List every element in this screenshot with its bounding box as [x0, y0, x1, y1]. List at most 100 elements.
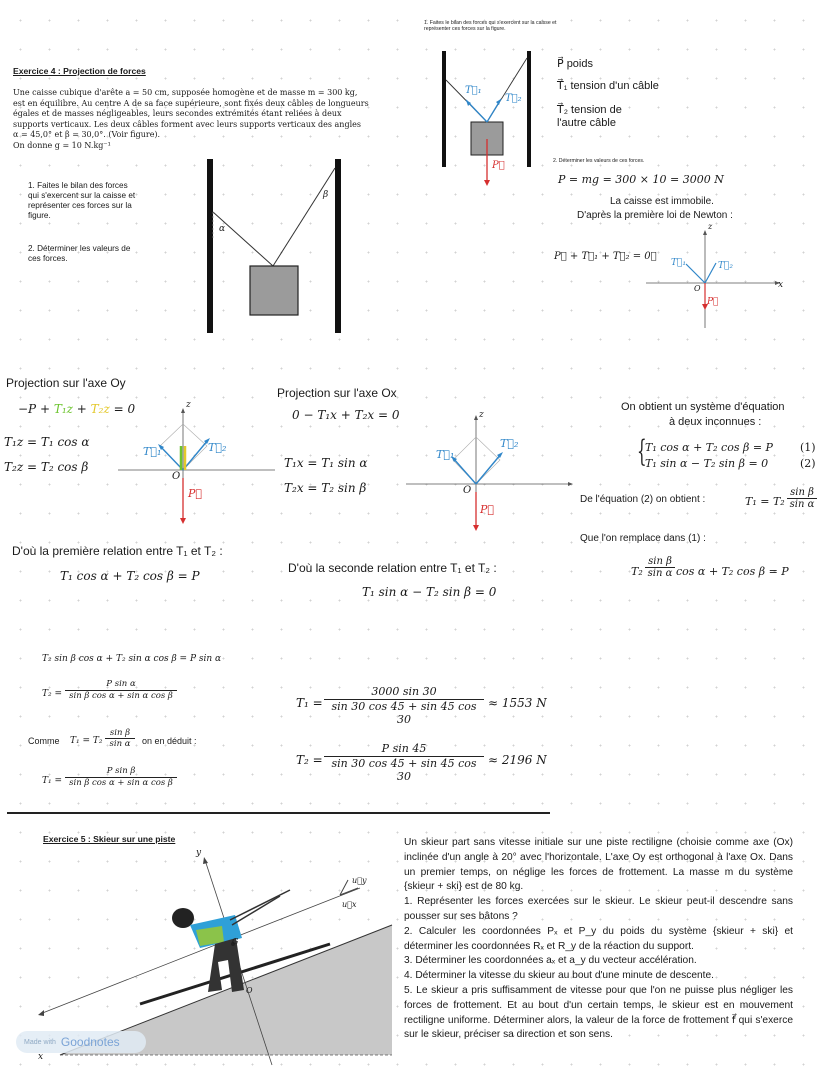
- tension-1-label: T⃗₁ tension d'un câble: [557, 80, 659, 92]
- oy-z-label: z: [186, 400, 191, 410]
- oy-p-label: P⃗: [188, 487, 203, 500]
- fraction-numerator: sin β: [787, 487, 817, 499]
- x-axis-label: x: [778, 280, 784, 290]
- projection-oy-title: Projection sur l'axe Oy: [6, 376, 126, 390]
- fraction-numerator: 3000 sin 30: [324, 685, 484, 700]
- ox-p-label: P⃗: [480, 503, 495, 516]
- t1-symbolic-lhs: T₁ =: [42, 776, 63, 786]
- newton-law-statement: D'après la première loi de Newton :: [577, 210, 733, 221]
- projection-oy-equation: −P + T₁z + T₂z = 0: [18, 402, 135, 416]
- second-relation-intro: D'où la seconde relation entre T₁ et T₂ …: [288, 561, 497, 575]
- right-support: [335, 159, 341, 333]
- helmet: [172, 908, 194, 928]
- t2x-equation: T₂x = T₂ sin β: [284, 481, 367, 495]
- t1-axis-label: T⃗₁: [671, 258, 687, 268]
- unit-vector-uy-label: u⃗y: [352, 876, 367, 885]
- fraction-denominator: sin α: [109, 739, 131, 749]
- pants: [208, 938, 244, 992]
- t2-axis-label: T⃗₂: [718, 261, 734, 271]
- exercise-5-title: Exercice 5 : Skieur sur une piste: [43, 834, 176, 844]
- fraction-numerator: P sin α: [65, 679, 177, 691]
- x-axis: [39, 887, 361, 1015]
- exercise-5-intro: Un skieur part sans vitesse initiale sur…: [404, 837, 793, 893]
- system-equation-2-number: (2): [800, 457, 816, 470]
- oy-t2-label: T⃗₂: [208, 441, 227, 454]
- comme-fraction: sin β sin α: [105, 728, 135, 749]
- skier-x-axis-label: x: [38, 1052, 44, 1062]
- replace-statement: Que l'on remplace dans (1) :: [580, 533, 706, 544]
- first-relation: T₁ cos α + T₂ cos β = P: [60, 569, 200, 583]
- vector-sum-equation: P⃗ + T⃗₁ + T⃗₂ = 0⃗: [554, 251, 657, 262]
- statement-line: égales et de masses négligeables, leurs …: [13, 109, 342, 119]
- deduit-label: on en déduit :: [142, 736, 197, 746]
- question-2-small: 2. Déterminer les valeurs de ces forces.: [553, 158, 645, 164]
- system-equation-2: T₁ sin α − T₂ sin β = 0: [645, 457, 769, 470]
- tension-2-label-line1: T⃗₂ tension de: [557, 104, 622, 116]
- t1z-equation: T₁z = T₁ cos α: [4, 435, 90, 449]
- exercise-4-title: Exercice 4 : Projection de forces: [13, 66, 146, 76]
- t1-fraction: sin β sin α: [787, 487, 817, 510]
- projection-ox-equation: 0 − T₁x + T₂x = 0: [292, 408, 400, 422]
- p-vector-label: P⃗: [492, 160, 505, 171]
- question-1-small: 1. Faites le bilan des forces qui s'exer…: [424, 20, 557, 33]
- cable-2: [272, 167, 336, 267]
- fraction-numerator: P sin 45: [324, 742, 484, 757]
- exercise-5-question-5: 5. Le skieur a pris suffisamment de vite…: [404, 984, 793, 1041]
- t1-symbolic-fraction: P sin β sin β cos α + sin α cos β: [65, 766, 177, 788]
- t1x-equation: T₁x = T₁ sin α: [284, 456, 368, 470]
- from-equation-2-label: De l'équation (2) on obtient :: [580, 494, 706, 505]
- center-of-mass-label: G: [232, 937, 239, 946]
- statement-line: Une caisse cubique d'arête a = 50 cm, su…: [13, 88, 358, 97]
- substituted-equation-suffix: cos α + T₂ cos β = P: [676, 565, 789, 578]
- weight-equation: P = mg = 300 × 10 = 3000 N: [558, 173, 724, 186]
- projection-ox-title: Projection sur l'axe Ox: [277, 386, 397, 400]
- exercise-4-statement: Une caisse cubique d'arête a = 50 cm, su…: [13, 88, 379, 152]
- second-relation: T₁ sin α − T₂ sin β = 0: [362, 585, 497, 599]
- oy-origin-label: O: [172, 471, 181, 482]
- eq-term: +: [72, 402, 91, 416]
- fraction-numerator: sin β: [645, 556, 675, 568]
- substituted-fraction: sin β sin α: [645, 556, 675, 579]
- t2-vector-label: T⃗₂: [505, 93, 522, 104]
- eq-term: −P +: [18, 402, 54, 416]
- eq-term-t1z: T₁z: [53, 402, 73, 416]
- fraction-denominator: sin β cos α + sin α cos β: [69, 778, 173, 788]
- exercise-5-statement: Un skieur part sans vitesse initiale sur…: [404, 836, 793, 1043]
- goodnotes-watermark: Made with Goodnotes: [16, 1031, 146, 1053]
- t2-numeric-lhs: T₂ =: [296, 753, 323, 767]
- exercise-5-question-3: 3. Déterminer les coordonnées aₓ et a_y …: [404, 955, 697, 967]
- tension-2-label-line2: l'autre câble: [557, 117, 616, 129]
- statement-line: est en équilibre. Au centre A de sa face…: [13, 98, 369, 108]
- fraction-denominator: sin α: [647, 568, 673, 579]
- ox-t2-label: T⃗₂: [500, 437, 519, 450]
- fraction-denominator: sin 30 cos 45 + sin 45 cos 30: [331, 700, 477, 726]
- ox-z-label: z: [479, 410, 484, 420]
- t2-numeric-result: ≈ 2196 N: [488, 753, 547, 767]
- crate: [249, 265, 299, 316]
- pole-2: [231, 895, 281, 926]
- origin-label: O: [694, 284, 701, 293]
- t1-numeric-lhs: T₁ =: [296, 696, 323, 710]
- z-axis-label: z: [708, 222, 713, 231]
- oy-t1-label: T⃗₁: [143, 445, 162, 458]
- watermark-made-with: Made with: [24, 1038, 56, 1046]
- watermark-brand: Goodnotes: [60, 1035, 120, 1049]
- t2-symbolic-lhs: T₂ =: [42, 689, 63, 699]
- ox-origin-label: O: [463, 485, 472, 496]
- exercise-4-question-2: 2. Déterminer les valeurs de ces forces.: [28, 244, 131, 263]
- system-intro-line2: à deux inconnues :: [669, 416, 762, 428]
- skier-origin-label: O: [246, 986, 253, 995]
- fraction-numerator: P sin β: [65, 766, 177, 778]
- exercise-4-question-1: 1. Faites le bilan des forces qui s'exer…: [28, 181, 136, 220]
- t1-expression: T₁ = T₂: [745, 495, 785, 508]
- pole-1: [229, 889, 291, 921]
- comme-label: Comme: [28, 736, 60, 746]
- system-brace: {: [637, 434, 647, 469]
- statement-line: α = 45,0° et β = 30,0°. (Voir figure).: [13, 130, 161, 140]
- section-divider: [7, 812, 550, 814]
